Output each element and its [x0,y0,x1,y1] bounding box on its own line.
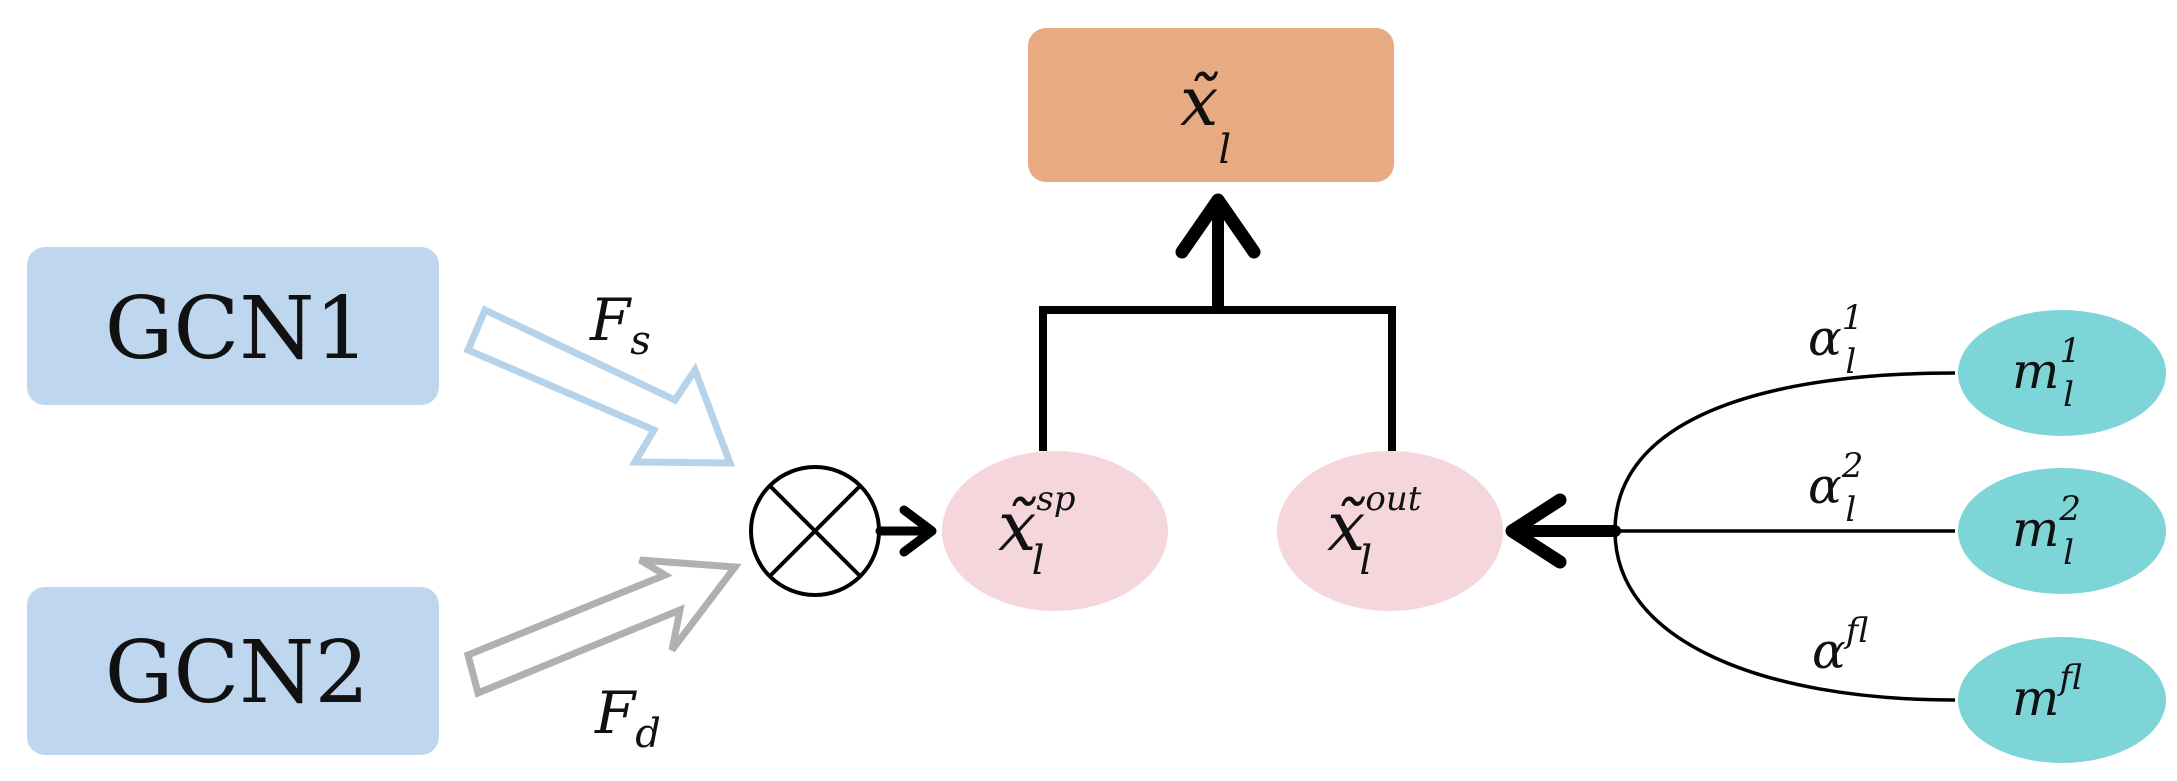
multiply-to-xsp-arrow [875,505,937,557]
fs-label: Fs [589,286,651,364]
output-label: x̃l [1180,63,1231,173]
gcn2-block: GCN2 [27,587,439,755]
alpha-f-label: αfl [1812,611,1868,680]
output-block: x̃l [1028,28,1394,182]
fd-hollow-arrow [463,556,742,698]
fd-label: Fd [594,679,661,757]
output-box [1028,28,1394,182]
modality-node-f: mfl [1958,637,2166,763]
gcn2-label: GCN2 [105,623,369,723]
multiply-icon [749,465,881,597]
gcn1-box [27,247,439,405]
gcn2-box [27,587,439,755]
gcn1-block: GCN1 [27,247,439,405]
merge-connector [1039,193,1396,451]
gcn1-label: GCN1 [105,279,369,379]
m-f-label: mfl [2012,658,2082,727]
modality-fan [1505,371,1956,702]
fs-hollow-arrow [463,305,736,467]
